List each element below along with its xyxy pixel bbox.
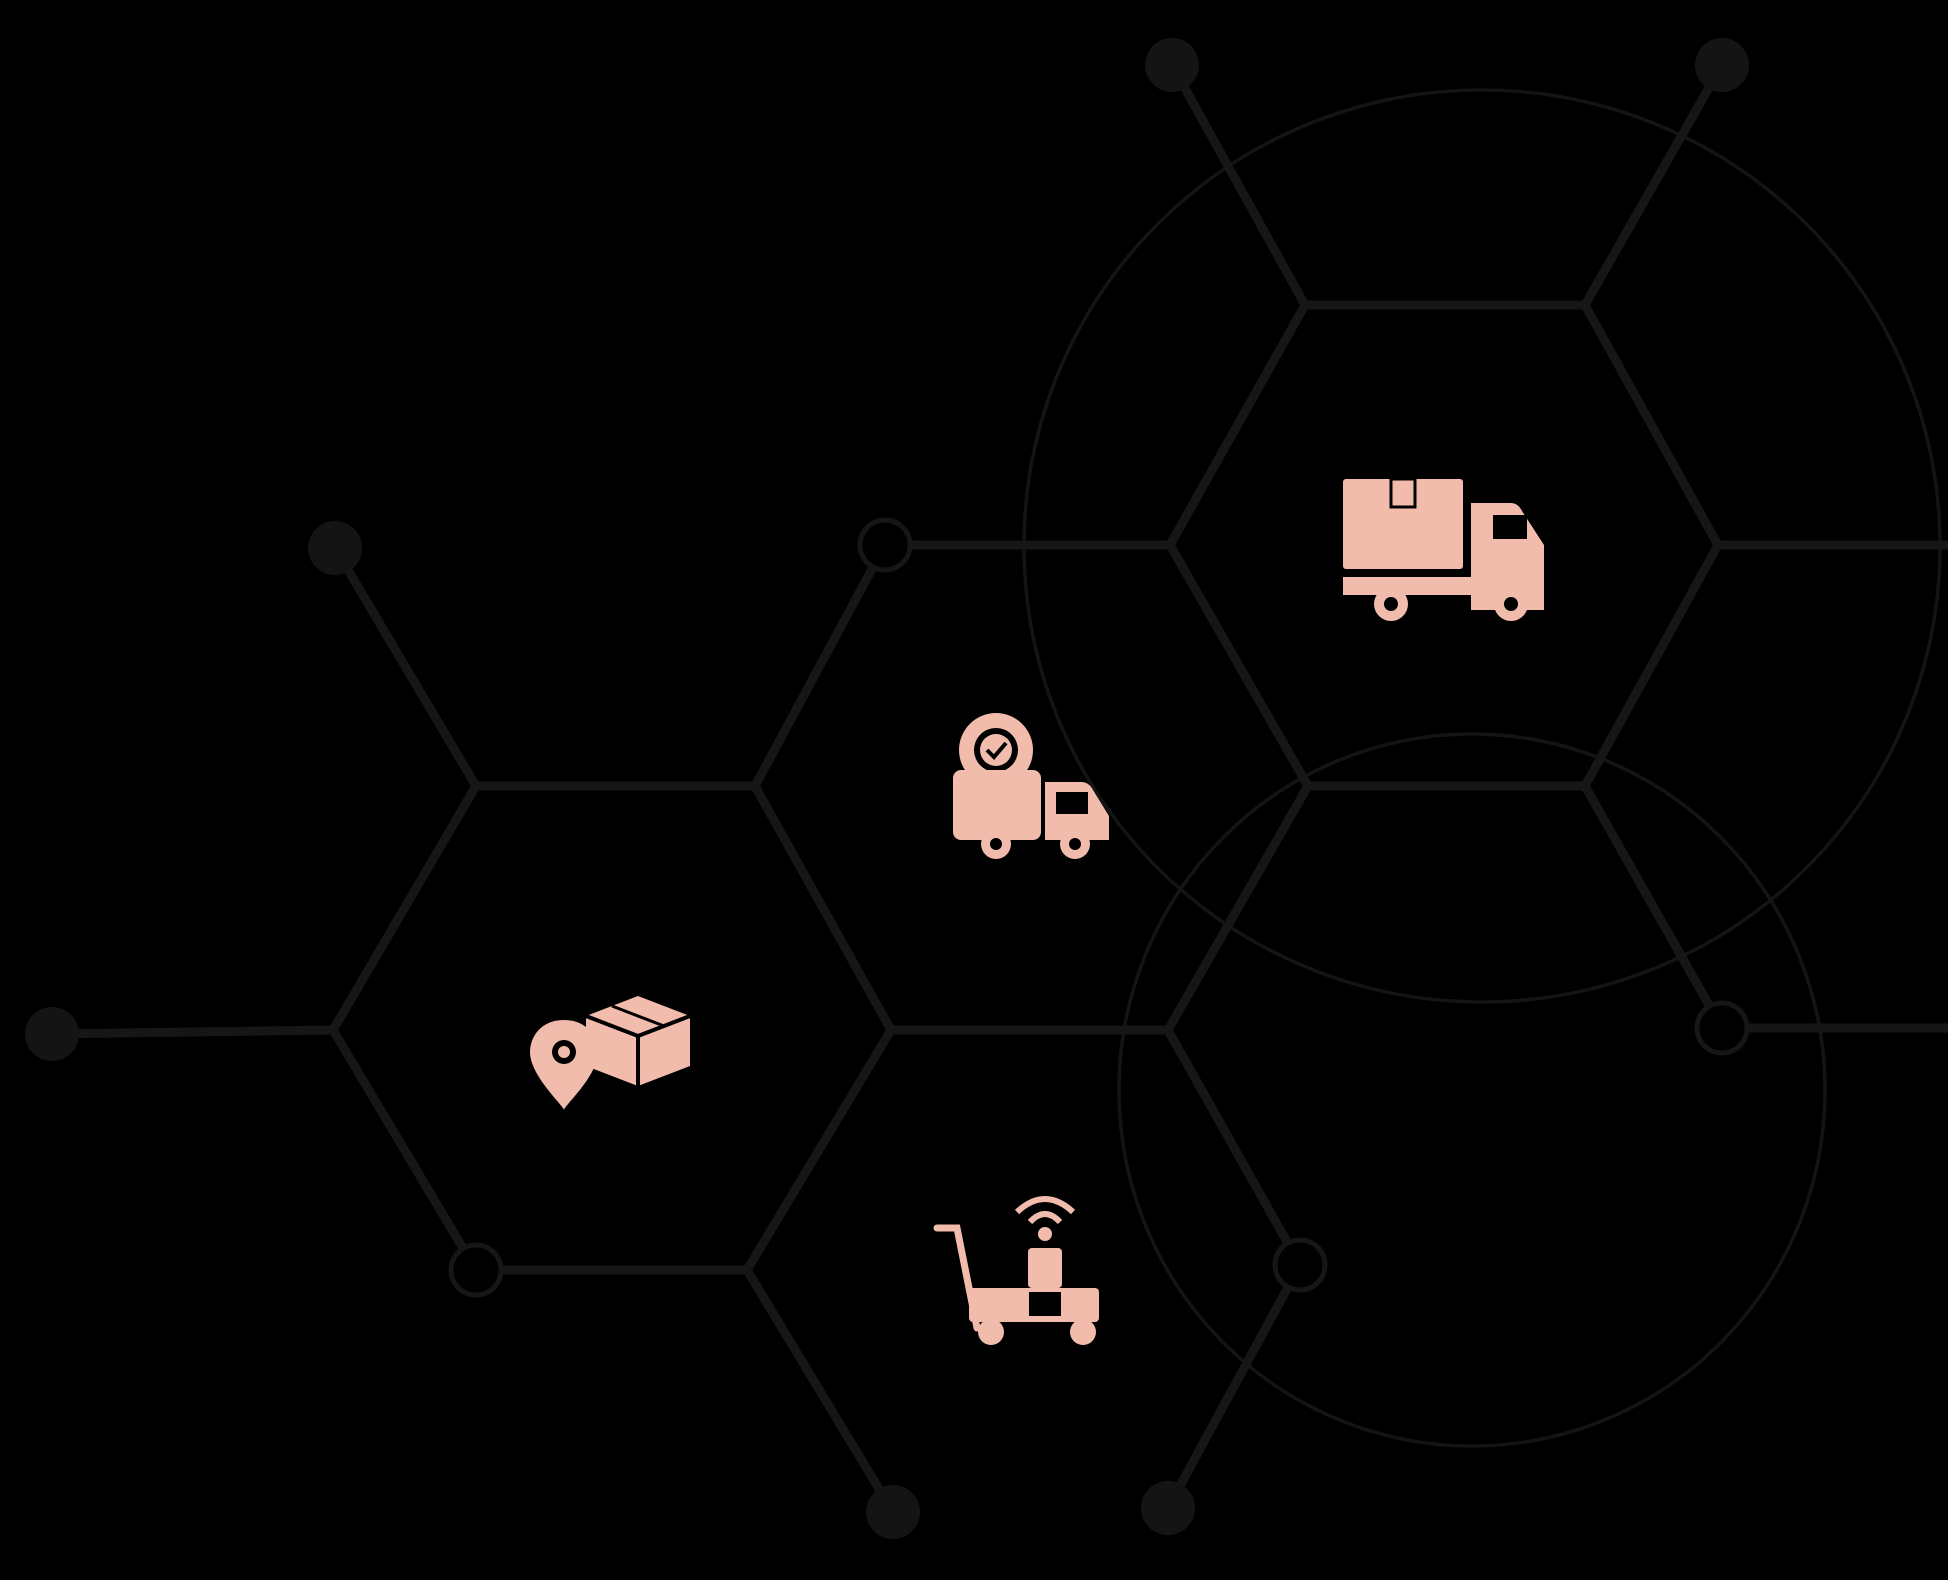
node-hollow: [1272, 1237, 1328, 1293]
smart-hand-truck-icon: [933, 1196, 1099, 1345]
delivery-status-truck-icon: [953, 713, 1109, 859]
node-filled: [1695, 38, 1749, 92]
delivery-truck-icon: [1343, 477, 1544, 621]
node-filled: [1145, 38, 1199, 92]
hexagon-grid: [47, 60, 1948, 1517]
node-filled: [25, 1007, 79, 1061]
node-filled: [1141, 1481, 1195, 1535]
node-filled: [308, 521, 362, 575]
node-filled: [866, 1485, 920, 1539]
network-nodes: [25, 38, 1750, 1539]
node-hollow: [1694, 1000, 1750, 1056]
node-hollow: [857, 517, 913, 573]
node-hollow: [448, 1242, 504, 1298]
location-package-icon: [530, 996, 691, 1110]
ring-lower: [1117, 732, 1827, 1448]
